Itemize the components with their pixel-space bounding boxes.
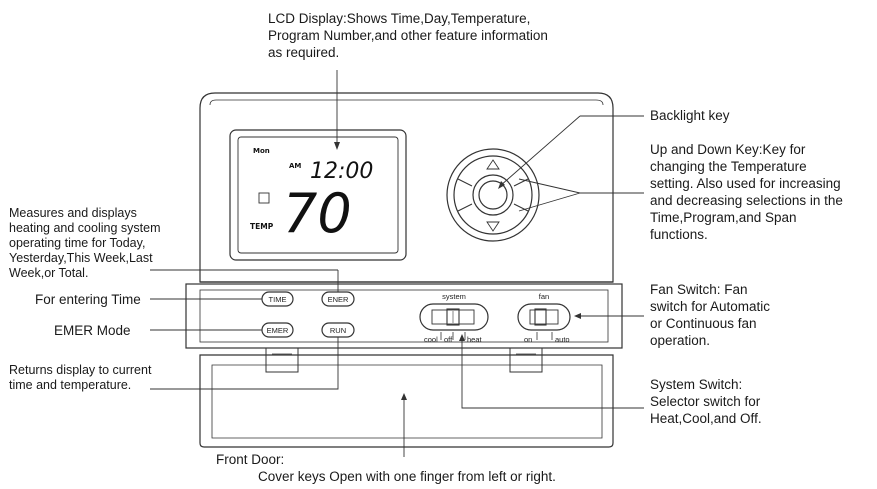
- arrow-door: [401, 393, 407, 400]
- ener-key-label: ENER: [328, 295, 349, 304]
- callout-measures: Measures and displays heating and coolin…: [9, 206, 161, 280]
- triangle-down-icon[interactable]: [486, 221, 500, 232]
- callout-returns: Returns display to current time and temp…: [9, 363, 152, 392]
- run-key-label: RUN: [330, 326, 346, 335]
- callout-emer-mode: EMER Mode: [54, 323, 131, 338]
- system-pos-cool: cool: [424, 335, 438, 344]
- backlight-key[interactable]: [472, 174, 514, 216]
- lcd-screen: [237, 136, 399, 254]
- callout-fan-switch: Fan Switch: Fan switch for Automatic or …: [650, 282, 771, 348]
- lcd-ampm: AM: [289, 162, 301, 170]
- arrow-backlight: [498, 181, 505, 189]
- fan-switch-label: fan: [539, 292, 549, 301]
- left-hinge: [265, 347, 299, 373]
- lcd-frame: [229, 129, 407, 261]
- lcd-temp-label: TEMP: [250, 222, 274, 231]
- lcd-day: Mon: [253, 147, 270, 155]
- leader-backlight-2: [499, 115, 581, 187]
- callout-backlight-key: Backlight key: [650, 108, 730, 123]
- system-switch[interactable]: [419, 303, 489, 331]
- key-divider-left: [457, 178, 473, 212]
- callout-lcd-display: LCD Display:Shows Time,Day,Temperature, …: [268, 11, 548, 60]
- time-key-label: TIME: [269, 295, 287, 304]
- callout-system-switch: System Switch: Selector switch for Heat,…: [650, 377, 762, 426]
- emer-key-label: EMER: [267, 326, 289, 335]
- leader-updown-b: [518, 192, 581, 212]
- housing-inner-edge: [209, 99, 604, 106]
- lcd-temperature: 70: [283, 182, 352, 245]
- system-switch-knob[interactable]: [446, 308, 460, 326]
- leader-returns: [150, 337, 339, 390]
- arrow-system: [459, 334, 465, 341]
- callout-front-door: Front Door: Cover keys Open with one fin…: [216, 452, 556, 484]
- arrow-fan: [574, 313, 581, 319]
- leader-system: [461, 338, 644, 409]
- system-pos-off: off: [444, 335, 453, 344]
- fan-pos-on: on: [524, 335, 532, 344]
- lcd-indicator-box: [258, 192, 270, 204]
- triangle-up-icon[interactable]: [486, 159, 500, 170]
- lcd-time: 12:00: [310, 159, 373, 184]
- callout-up-down-key: Up and Down Key:Key for changing the Tem…: [650, 142, 843, 242]
- callout-time-entry: For entering Time: [35, 292, 141, 307]
- fan-pos-auto: auto: [555, 335, 570, 344]
- front-door[interactable]: [199, 354, 614, 448]
- system-pos-heat: heat: [467, 335, 483, 344]
- leader-updown-a: [518, 178, 581, 194]
- fan-switch-knob[interactable]: [534, 308, 547, 326]
- arrow-lcd: [334, 142, 340, 150]
- system-switch-label: system: [442, 292, 466, 301]
- thermostat-housing: [199, 92, 614, 283]
- right-hinge: [509, 347, 543, 373]
- fan-switch[interactable]: [517, 303, 571, 331]
- up-down-key[interactable]: [446, 148, 540, 242]
- key-divider-right: [513, 178, 529, 212]
